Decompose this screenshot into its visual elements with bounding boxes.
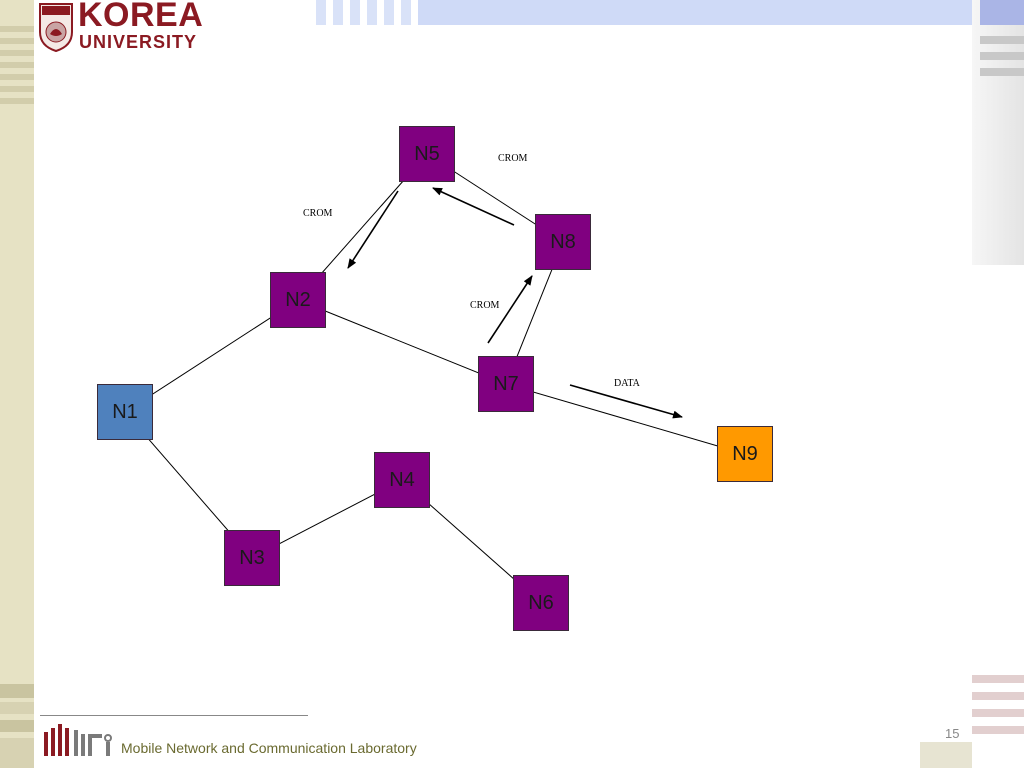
korea-university-logo: KOREA UNIVERSITY [38, 0, 218, 54]
right-decor-panel [972, 0, 1024, 265]
lab-logo-icon [44, 724, 112, 756]
university-crest-icon [39, 3, 73, 52]
edge-label-data-n7-n9: DATA [614, 378, 640, 389]
edge-label-crom-n7-n8: CROM [470, 300, 500, 311]
node-n2: N2 [270, 272, 326, 328]
logo-text-korea: KOREA [78, 0, 204, 34]
arrow-data-n7-to-n9 [569, 384, 683, 419]
left-decor-stripe [0, 0, 34, 768]
page-number: 15 [945, 726, 960, 741]
logo-text-university: UNIVERSITY [79, 32, 198, 52]
node-n9: N9 [717, 426, 773, 482]
node-n4: N4 [374, 452, 430, 508]
arrow-crom-n8-to-n5 [432, 187, 515, 226]
node-n5: N5 [399, 126, 455, 182]
footer-lab-name: Mobile Network and Communication Laborat… [121, 740, 417, 756]
edge-label-crom-n5-n2: CROM [303, 208, 333, 219]
edge-n2-n7 [297, 299, 507, 385]
edge-label-crom-n5-n8: CROM [498, 153, 528, 164]
arrow-crom-n7-to-n8 [487, 275, 533, 344]
edges-layer [124, 153, 746, 604]
node-n1: N1 [97, 384, 153, 440]
node-n7: N7 [478, 356, 534, 412]
node-n3: N3 [224, 530, 280, 586]
footer-divider [40, 715, 308, 716]
edge-n7-n9 [505, 383, 746, 455]
bottom-right-decor [920, 742, 972, 768]
node-n8: N8 [535, 214, 591, 270]
arrows-layer [347, 187, 683, 419]
top-decor-bar [418, 0, 980, 25]
arrow-crom-n5-to-n2 [347, 190, 399, 269]
edge-n1-n2 [124, 299, 299, 413]
node-n6: N6 [513, 575, 569, 631]
